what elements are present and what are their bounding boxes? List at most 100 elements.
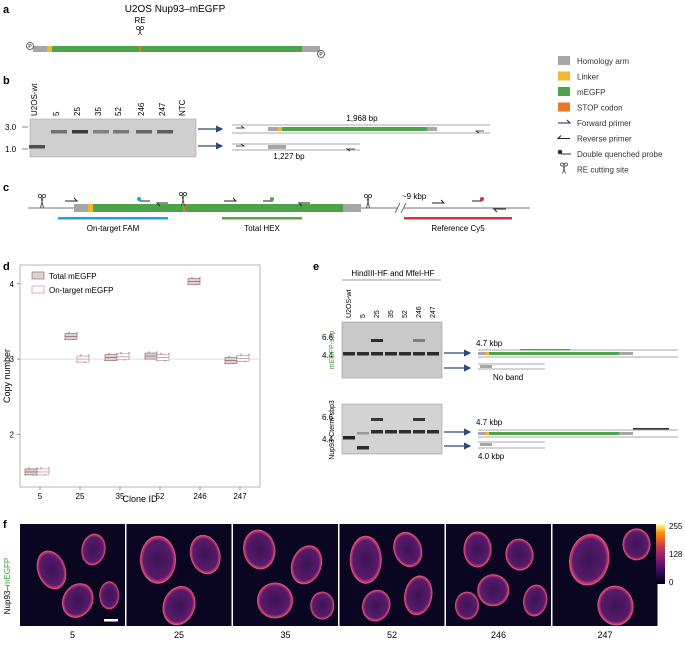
data-point: [84, 361, 86, 363]
colorbar: [656, 524, 665, 584]
nucleus: [81, 533, 106, 566]
micrograph-clone-246: [446, 524, 551, 626]
data-point: [191, 276, 193, 279]
data-point: [156, 351, 158, 353]
construct-c: [74, 204, 361, 212]
gel-band: [343, 352, 355, 356]
gel-band: [413, 339, 425, 342]
data-point: [88, 354, 90, 356]
gel-e1-marker-44: 4.4: [322, 351, 334, 360]
assay-hex-label: Total HEX: [244, 224, 280, 233]
gel-e2-bottom-label: 4.0 kbp: [478, 452, 505, 461]
gel-e1-top-label: 4.7 kbp: [476, 339, 503, 348]
data-point: [28, 467, 30, 469]
data-point: [164, 359, 166, 362]
reverse-primer: [155, 202, 168, 207]
legend-label: Forward primer: [577, 119, 632, 128]
data-point: [240, 353, 242, 356]
enzymes-label: HindIII-HF and MfeI-HF: [351, 269, 434, 278]
micrograph-label: 247: [597, 630, 612, 640]
gel-b-lane-label: U2OS-wt: [30, 83, 39, 116]
micrograph-clone-5: [20, 524, 125, 626]
gel-b-lane-label: 5: [52, 111, 61, 116]
scissors-icon: [364, 194, 373, 209]
data-point: [160, 352, 162, 355]
scissors-icon: [179, 192, 188, 207]
micrograph-label: 5: [70, 630, 75, 640]
data-point: [156, 359, 158, 362]
schematic-e2-top: [478, 428, 678, 438]
gel-e2-bands: [343, 418, 439, 450]
panel-a: a U2OS Nup93–mEGFP RE P P: [3, 4, 325, 58]
forward-primer: [65, 197, 79, 202]
p-marker-right: P: [317, 50, 325, 58]
forward-primer: [432, 199, 446, 204]
legend-item: Double quenched probe: [557, 149, 663, 159]
scale-bar: [104, 619, 118, 622]
gel-e-lane-label: 25: [374, 310, 381, 318]
assay-fam-label: On-target FAM: [87, 224, 140, 233]
nucleus: [162, 586, 196, 626]
legend-item: Forward primer: [558, 119, 632, 128]
gel-e1-bands: [343, 339, 439, 356]
nucleus: [362, 589, 391, 622]
hex-bar: [222, 217, 302, 220]
gel-e-lane-label: 5: [360, 314, 367, 318]
gel-band: [399, 430, 411, 434]
gel-b: [29, 118, 197, 158]
gel-band: [343, 436, 355, 440]
data-point: [228, 355, 230, 358]
panel-a-letter: a: [3, 4, 10, 16]
nucleus: [455, 591, 479, 620]
micrograph-clone-25: [126, 524, 232, 626]
nucleus: [140, 535, 176, 584]
nucleus: [393, 531, 423, 568]
gel-band: [371, 418, 383, 421]
gel-e2-marker-66: 6.6: [322, 413, 334, 422]
data-point: [152, 358, 154, 360]
gel-e2-marker-44: 4.4: [322, 435, 334, 444]
gel-e-lane-label: 246: [416, 306, 423, 318]
fam-bar: [58, 217, 168, 220]
data-point: [76, 361, 78, 363]
construct-bar: [33, 46, 320, 52]
legend-label: Double quenched probe: [577, 150, 663, 159]
legend-ontarget-label: On-target mEGFP: [49, 286, 113, 295]
legend-label: Linker: [577, 73, 599, 82]
legend-label: STOP codon: [577, 104, 623, 113]
legend-item: Reverse primer: [556, 135, 632, 144]
panel-a-title: U2OS Nup93–mEGFP: [125, 4, 226, 15]
micrograph-label: 35: [280, 630, 290, 640]
x-tick-label: 52: [156, 492, 165, 501]
gel-b-lane-label: 52: [114, 107, 123, 116]
data-point: [108, 352, 110, 355]
gel-e2-label: Nup93-Cterm-sbp3: [329, 400, 336, 460]
scissors-icon: [38, 194, 47, 209]
svg-text:P: P: [319, 52, 323, 58]
nucleus: [523, 584, 548, 617]
re-label: RE: [134, 16, 145, 25]
gel-e-lane-label: 52: [402, 310, 409, 318]
legend-label: Reverse primer: [577, 135, 632, 144]
data-point: [68, 331, 70, 334]
data-point: [40, 467, 42, 469]
nucleus: [349, 535, 382, 584]
nucleus: [505, 538, 534, 571]
gel-band: [29, 145, 45, 149]
probe-hex: [270, 197, 274, 201]
scissors-icon: [560, 162, 568, 174]
gel-band: [413, 418, 425, 421]
forward-primer-icon: [558, 119, 572, 124]
legend-total-swatch: [31, 271, 45, 280]
nucleus: [404, 575, 433, 616]
gel-e-lane-label: U2OS-wt: [346, 290, 353, 318]
data-point: [24, 474, 26, 476]
gel-band: [385, 430, 397, 434]
gel-e2-top-label: 4.7 kbp: [476, 418, 503, 427]
